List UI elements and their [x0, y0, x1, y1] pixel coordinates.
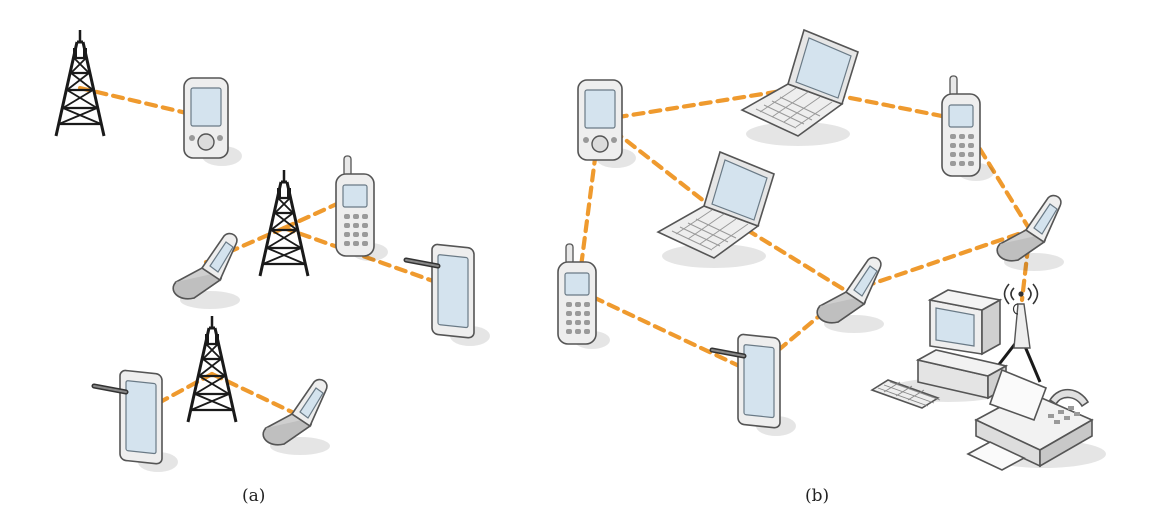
- caption-a: (a): [242, 486, 266, 506]
- cell-tower-icon: [186, 314, 238, 424]
- caption-b: (b): [805, 486, 830, 506]
- laptop-icon: [741, 29, 859, 147]
- wireless-access-point-icon: [1003, 283, 1039, 349]
- link-flip1-flip2: [845, 227, 1033, 295]
- flip-phone-icon: [262, 378, 331, 456]
- link-pda-laptop1: [597, 85, 803, 123]
- cable-line: [1022, 343, 1042, 383]
- pda-icon: [183, 77, 243, 167]
- desktop-computer-icon: [871, 289, 1009, 409]
- cell-tower-icon: [54, 28, 106, 138]
- figure-b: [557, 29, 1107, 471]
- link-phone2-tablet: [575, 287, 755, 375]
- tablet-stylus-icon: [406, 244, 490, 346]
- laptop-icon: [657, 151, 775, 269]
- mobile-phone-icon: [941, 75, 995, 182]
- flip-phone-icon: [816, 256, 885, 334]
- link-tower-tablet: [281, 225, 439, 285]
- flip-phone-icon: [172, 232, 241, 310]
- link-tower-flip-2: [209, 371, 295, 415]
- flip-phone-icon: [996, 194, 1065, 272]
- tablet-stylus-icon: [712, 334, 796, 436]
- cell-tower-icon: [258, 168, 310, 278]
- figure-a: [54, 28, 490, 472]
- pda-icon: [577, 79, 637, 169]
- mobile-phone-icon: [335, 155, 389, 262]
- tablet-stylus-icon: [94, 370, 178, 472]
